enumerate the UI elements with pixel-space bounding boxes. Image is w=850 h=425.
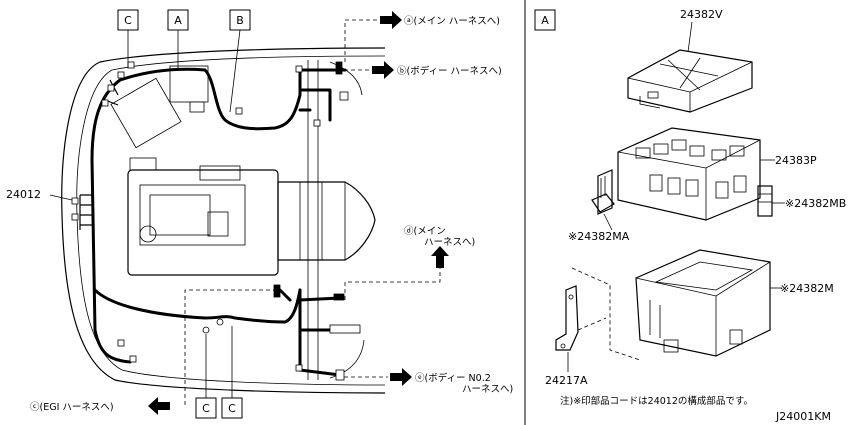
part-label-bracket: 24217A — [545, 374, 588, 387]
dest-label-e2: ハーネスへ) — [462, 384, 513, 395]
dest-label-a: ⓐ(メイン ハーネスへ) — [404, 16, 500, 27]
svg-text:C: C — [202, 402, 210, 415]
svg-text:B: B — [236, 14, 244, 27]
part-label-relay-ma: ※24382MA — [568, 230, 630, 243]
part-label-tray: ※24382M — [780, 282, 834, 295]
callout-box-a: A — [167, 9, 189, 31]
destination-arrows — [148, 11, 449, 415]
callout-box-b: B — [229, 9, 251, 31]
fuse-box-cover — [627, 21, 753, 113]
assembly-lines — [571, 267, 641, 361]
arrow-left-icon — [148, 397, 170, 415]
callout-box-c-bottom-2: C — [221, 397, 243, 419]
leader-lines — [49, 19, 441, 405]
dest-label-d1: ⓓ(メイン — [404, 226, 446, 237]
svg-text:A: A — [174, 14, 182, 27]
part-label-relay-mb: ※24382MB — [785, 197, 846, 210]
mounting-bracket — [555, 285, 579, 372]
arrow-right-icon — [380, 11, 402, 29]
figure-code: J24001KM — [775, 410, 831, 423]
callout-box-c-bottom-1: C — [195, 397, 217, 419]
arrow-right-icon — [372, 61, 394, 79]
svg-text:A: A — [541, 14, 549, 27]
vehicle-outline — [61, 47, 386, 394]
part-label-cover: 24382V — [680, 8, 723, 21]
relay-cover-mb — [757, 185, 785, 217]
arrow-right-icon — [390, 368, 412, 386]
harness-wire — [79, 67, 347, 377]
callout-box-c-top: C — [117, 9, 139, 31]
engine-block — [127, 157, 376, 276]
fuse-box-tray — [635, 249, 782, 357]
callout-box-a-right: A — [534, 9, 556, 31]
dest-label-d2: ハーネスへ) — [424, 237, 475, 248]
footnote: 注)※印部品コードは24012の構成部品です。 — [560, 395, 753, 407]
part-label-fuse-block: 24383P — [775, 154, 817, 167]
relay-cover-ma — [591, 169, 615, 231]
dest-label-e1: ⓔ(ボディー N0.2 — [415, 372, 491, 384]
svg-text:C: C — [124, 14, 132, 27]
fuse-block — [617, 127, 775, 221]
connectors — [71, 61, 361, 381]
part-label-harness: 24012 — [6, 188, 41, 201]
battery-and-fusebox — [110, 65, 209, 149]
dest-label-c: ⓒ(EGI ハーネスへ) — [30, 402, 114, 413]
dest-label-b: ⓑ(ボディー ハーネスへ) — [397, 65, 502, 77]
svg-text:C: C — [228, 402, 236, 415]
arrow-up-icon — [431, 246, 449, 268]
